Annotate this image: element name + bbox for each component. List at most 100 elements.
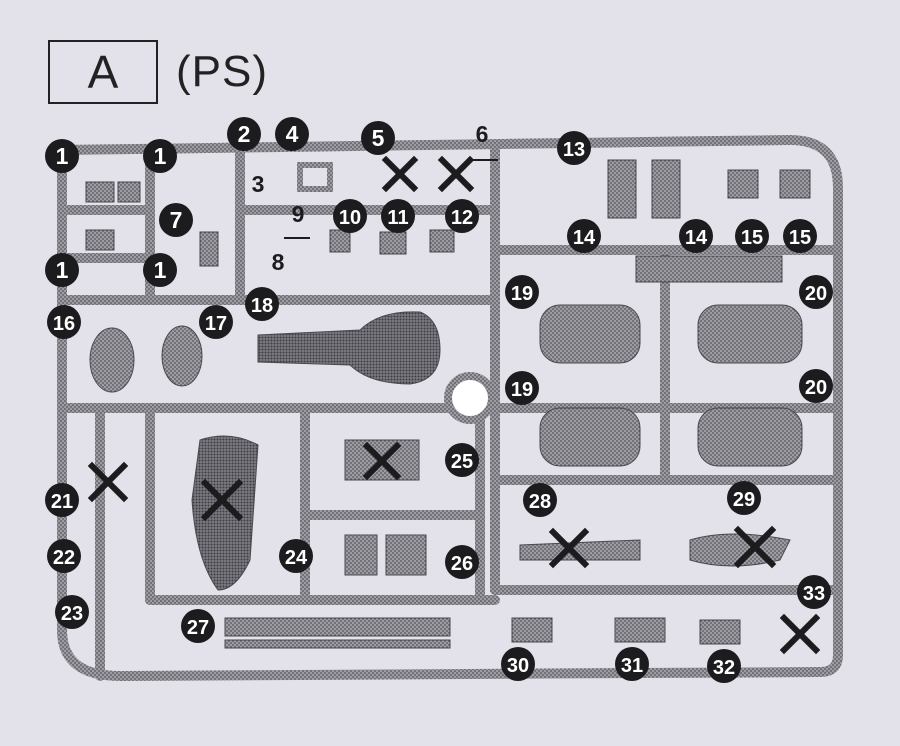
part-18 xyxy=(257,311,441,385)
callout-disc xyxy=(735,219,769,253)
callout-17: 17 xyxy=(199,305,233,339)
callout-label: 1 xyxy=(56,143,69,169)
callout-disc xyxy=(361,121,395,155)
callout-disc xyxy=(501,647,535,681)
callout-20: 20 xyxy=(799,275,833,309)
callout-7: 7 xyxy=(159,203,193,237)
callout-12: 12 xyxy=(445,199,479,233)
callout-label: 1 xyxy=(56,257,69,283)
part-27 xyxy=(224,617,451,637)
part-20b xyxy=(697,407,803,467)
callout-21: 21 xyxy=(45,483,79,517)
callout-label: 21 xyxy=(51,491,73,513)
cross-mark-5 xyxy=(381,155,419,193)
callout-disc xyxy=(45,139,79,173)
callout-23: 23 xyxy=(55,595,89,629)
callout-label: 15 xyxy=(789,227,811,249)
callout-disc xyxy=(445,545,479,579)
callout-label: 30 xyxy=(507,655,529,677)
callout-33: 33 xyxy=(797,575,831,609)
callout-label: 1 xyxy=(154,143,167,169)
callout-disc xyxy=(381,199,415,233)
callout-disc xyxy=(783,219,817,253)
callout-disc xyxy=(199,305,233,339)
callout-9: 9 xyxy=(292,201,305,227)
callout-label: 13 xyxy=(563,139,585,161)
cross-mark-25 xyxy=(362,441,402,481)
callout-label: 3 xyxy=(252,171,265,197)
callout-label: 19 xyxy=(511,379,533,401)
cross-mark-29 xyxy=(733,525,777,569)
cross-mark-28 xyxy=(548,527,590,569)
callout-14: 14 xyxy=(567,219,601,253)
callout-13: 13 xyxy=(557,131,591,165)
callout-2: 2 xyxy=(227,117,261,151)
callout-disc xyxy=(707,649,741,683)
part-13b xyxy=(651,159,681,219)
callout-19: 19 xyxy=(505,371,539,405)
callout-1: 1 xyxy=(143,253,177,287)
callout-disc xyxy=(797,575,831,609)
callout-29: 29 xyxy=(727,481,761,515)
part-28 xyxy=(519,539,641,561)
cross-mark-large xyxy=(200,478,244,522)
callout-disc xyxy=(45,253,79,287)
callout-label: 19 xyxy=(511,283,533,305)
callout-disc xyxy=(523,483,557,517)
callout-20: 20 xyxy=(799,369,833,403)
callout-label: 18 xyxy=(251,295,273,317)
callout-26: 26 xyxy=(445,545,479,579)
callout-label: 33 xyxy=(803,583,825,605)
part-19b xyxy=(539,407,641,467)
sheet-letter-box: A xyxy=(48,40,158,104)
callout-1: 1 xyxy=(45,139,79,173)
part-3-4 xyxy=(297,162,333,192)
callout-label: 7 xyxy=(170,207,183,233)
callout-disc xyxy=(557,131,591,165)
callout-label: 28 xyxy=(529,491,551,513)
callout-label: 2 xyxy=(238,121,251,147)
part-7 xyxy=(199,231,219,267)
callout-label: 12 xyxy=(451,207,473,229)
callout-disc xyxy=(567,219,601,253)
callout-label: 17 xyxy=(205,313,227,335)
callout-disc xyxy=(799,369,833,403)
sheet-title: A (PS) xyxy=(48,40,268,104)
callout-disc xyxy=(55,595,89,629)
callout-label: 25 xyxy=(451,451,473,473)
callout-label: 16 xyxy=(53,313,75,335)
callout-label: 1 xyxy=(154,257,167,283)
callout-disc xyxy=(245,287,279,321)
callout-label: 8 xyxy=(272,249,285,275)
runner-parts xyxy=(85,159,811,649)
callout-label: 20 xyxy=(805,283,827,305)
cross-mark-21 xyxy=(87,461,129,503)
callout-disc xyxy=(181,609,215,643)
part-17 xyxy=(161,325,203,387)
part-24a xyxy=(344,534,378,576)
callout-11: 11 xyxy=(381,199,415,233)
callout-18: 18 xyxy=(245,287,279,321)
callout-disc xyxy=(279,539,313,573)
callout-28: 28 xyxy=(523,483,557,517)
callout-disc xyxy=(275,117,309,151)
callout-25: 25 xyxy=(445,443,479,477)
callout-30: 30 xyxy=(501,647,535,681)
callout-8: 8 xyxy=(272,249,285,275)
callout-disc xyxy=(615,647,649,681)
callout-10: 10 xyxy=(333,199,367,233)
callout-disc xyxy=(227,117,261,151)
callout-disc xyxy=(505,275,539,309)
callout-16: 16 xyxy=(47,305,81,339)
callout-6: 6 xyxy=(476,121,489,147)
cross-mark-6 xyxy=(437,155,475,193)
callout-label: 11 xyxy=(387,207,408,229)
cross-mark-33 xyxy=(779,613,821,655)
callout-disc xyxy=(445,199,479,233)
part-large xyxy=(191,435,259,591)
callout-3: 3 xyxy=(252,171,265,197)
callout-label: 4 xyxy=(286,121,299,147)
callout-disc xyxy=(679,219,713,253)
part-20a xyxy=(697,304,803,364)
